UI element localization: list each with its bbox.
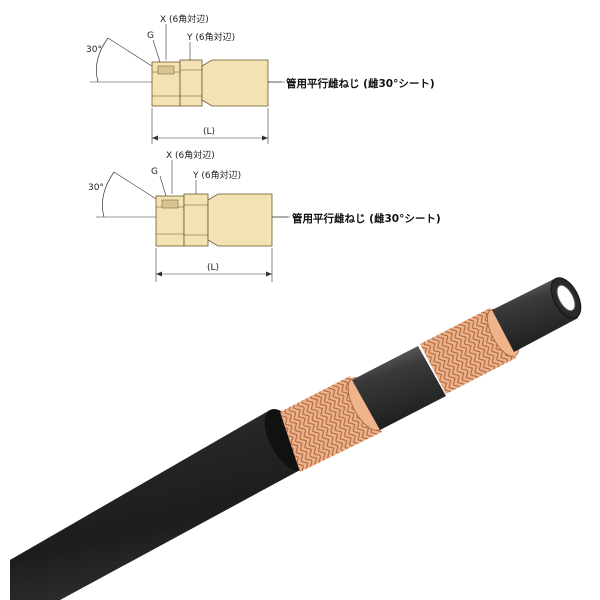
body-hex xyxy=(183,193,209,247)
angle-label: 30° xyxy=(88,183,104,193)
outer-cover xyxy=(10,410,300,600)
label-g: G xyxy=(151,167,158,177)
fitting-diagram-2: 30° G X (6角対辺) Y (6角対辺) 管用平行雌ねじ (雌30°シート… xyxy=(88,149,441,282)
label-y: Y (6角対辺) xyxy=(186,31,235,43)
length-label: (L) xyxy=(203,127,215,137)
label-x: X (6角対辺) xyxy=(166,149,215,161)
label-x: X (6角対辺) xyxy=(160,13,209,25)
sleeve xyxy=(201,59,269,107)
label-y: Y (6角対辺) xyxy=(192,169,241,181)
thread-label: 管用平行雌ねじ (雌30°シート) xyxy=(292,212,441,225)
hose-cutaway xyxy=(10,277,582,600)
angle-arc xyxy=(96,37,109,83)
middle-layer xyxy=(352,346,446,430)
angle-label: 30° xyxy=(86,45,102,55)
body-hex xyxy=(179,59,203,107)
length-label: (L) xyxy=(207,263,219,273)
fitting-diagram-1: 30° G X (6角対辺) Y (6角対辺) 管用平行雌ねじ (雌30°シート… xyxy=(86,13,435,144)
label-g: G xyxy=(147,31,154,41)
angle-line xyxy=(107,37,159,71)
thread-label: 管用平行雌ねじ (雌30°シート) xyxy=(286,77,435,90)
angle-arc xyxy=(102,171,115,218)
sleeve xyxy=(207,193,273,247)
hose-bore xyxy=(556,284,576,312)
